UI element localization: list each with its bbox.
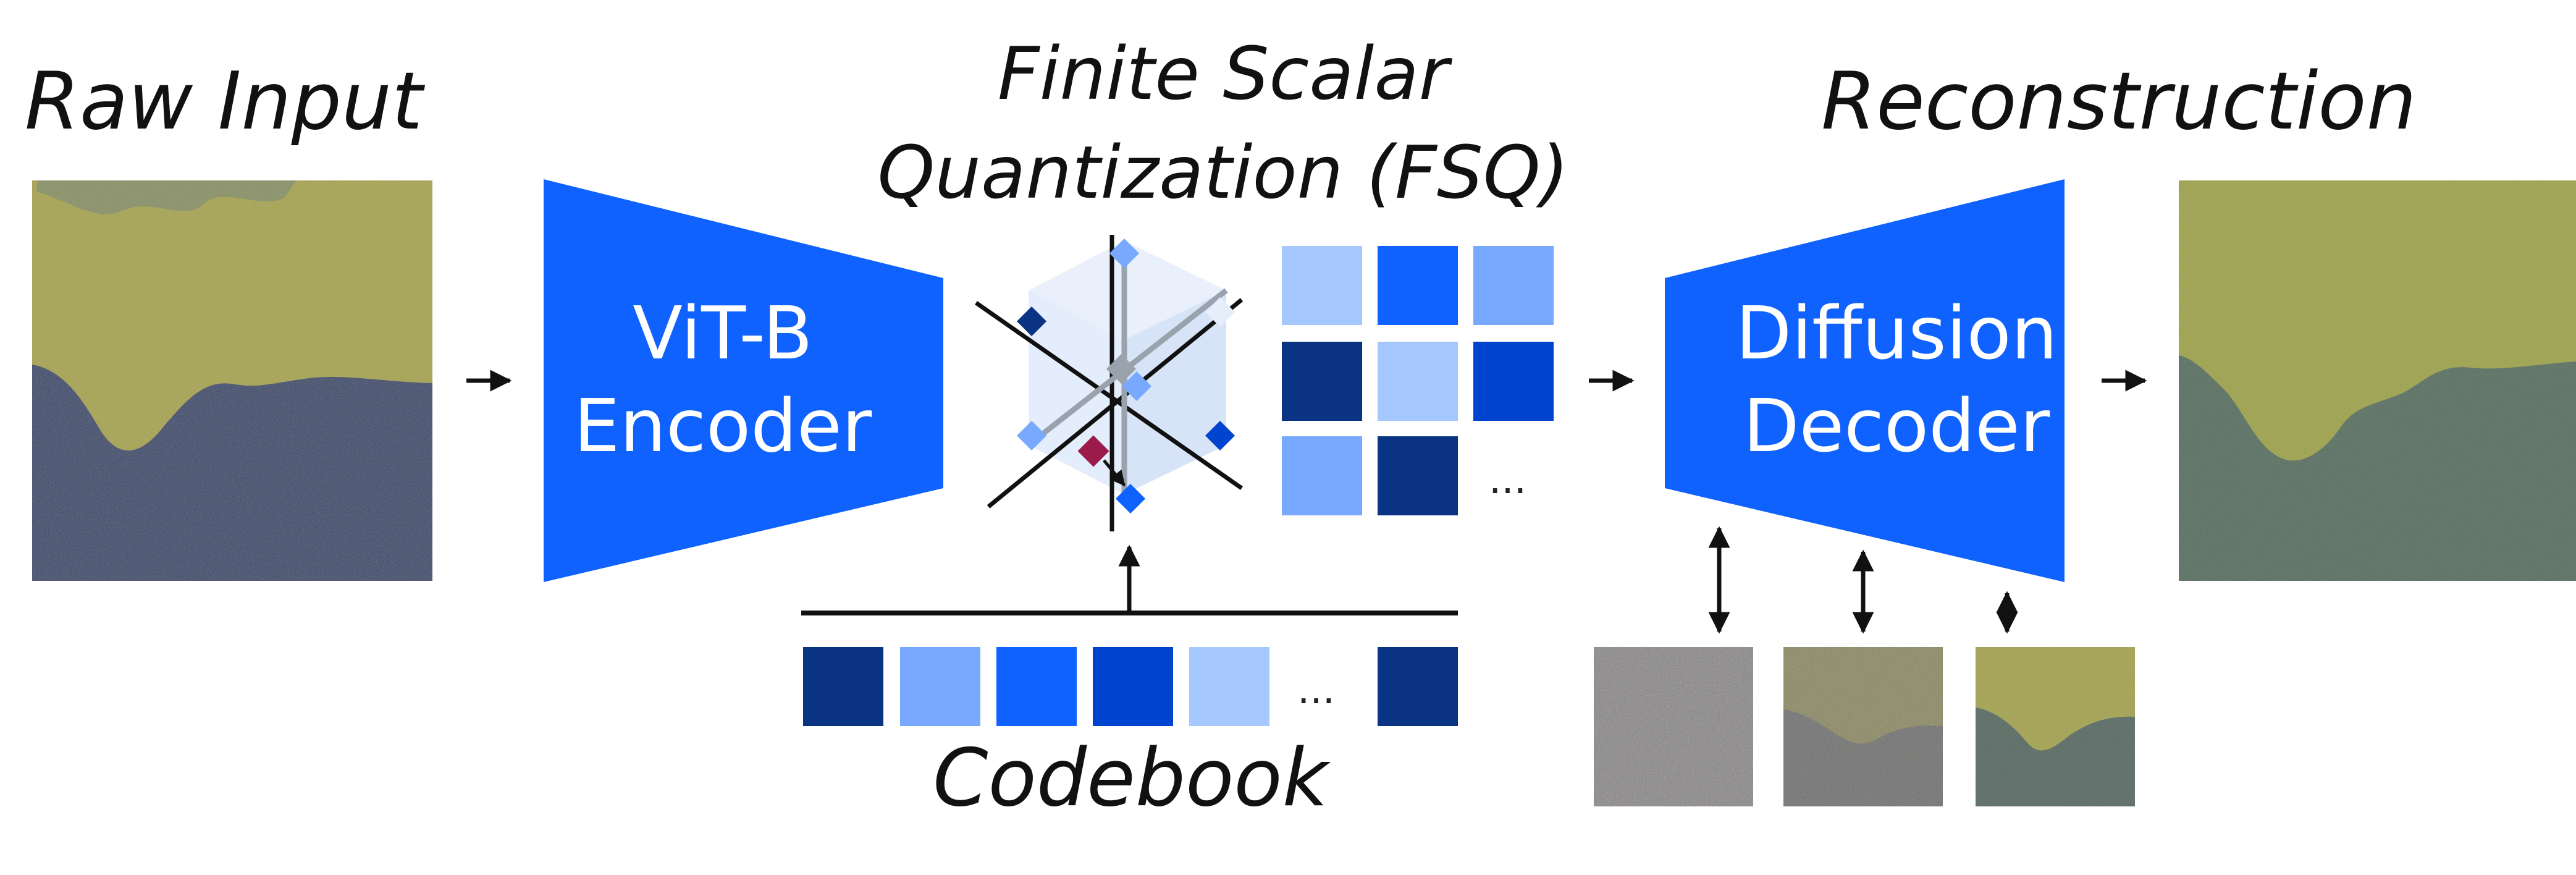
decoder-label-line2: Decoder [1743,383,2050,468]
codebook-ellipsis: ... [1297,667,1336,713]
fsq-token-grid [1282,246,1554,515]
encoder-label-line1: ViT-B [633,290,813,376]
diffusion-step-image-1 [1594,647,1753,806]
vit-b-encoder-block [544,179,943,582]
fsq-grid-ellipsis: ... [1489,457,1527,503]
codebook-label: Codebook [933,732,1328,824]
fsq-label-line2: Quantization (FSQ) [877,130,1569,215]
decoder-label-line1: Diffusion [1735,290,2058,376]
diffusion-step-image-2 [1783,647,1943,806]
raw-input-label: Raw Input [25,56,423,148]
diffusion-decoder-block [1665,179,2065,582]
reconstruction-image [2179,180,2576,581]
encoder-label-line2: Encoder [573,383,872,468]
fsq-label-line1: Finite Scalar [997,31,1449,116]
raw-input-image [32,180,432,581]
diffusion-step-image-3 [1976,647,2135,806]
codebook-tiles [803,647,1458,726]
reconstruction-label: Reconstruction [1821,56,2417,148]
fsq-lattice-diagram [974,235,1244,531]
